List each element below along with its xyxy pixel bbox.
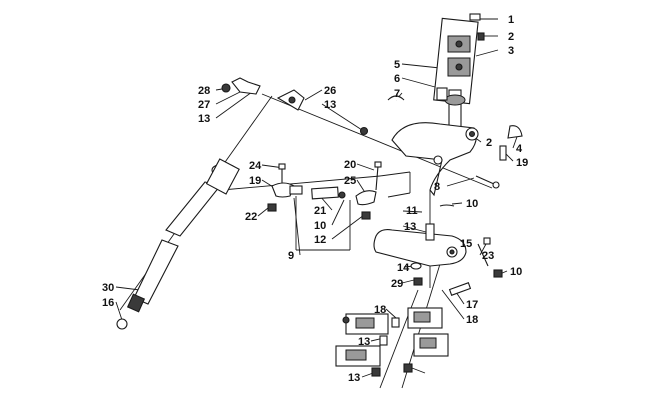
spring-16 bbox=[448, 282, 472, 296]
callout-label: 15 bbox=[460, 238, 472, 250]
callout-label: 2 bbox=[486, 137, 492, 149]
clamp-bolt bbox=[469, 13, 485, 41]
callout-label: 13 bbox=[404, 221, 416, 233]
callout-label: 10 bbox=[466, 198, 478, 210]
bolt-15 bbox=[477, 237, 491, 267]
callout-label: 29 bbox=[391, 278, 403, 290]
callout-labels: 1 2 3 5 6 7 26 13 28 27 13 6 2 4 19 24 1… bbox=[102, 14, 528, 384]
callout-label: 18 bbox=[374, 304, 386, 316]
callout-label: 13 bbox=[358, 336, 370, 348]
callout-label: 13 bbox=[324, 99, 336, 111]
callout-label: 17 bbox=[466, 299, 478, 311]
callout-label: 23 bbox=[482, 250, 494, 262]
callout-label: 4 bbox=[516, 143, 523, 155]
callout-label: 6 bbox=[394, 73, 400, 85]
callout-label: 19 bbox=[516, 157, 528, 169]
jam-nut-18 bbox=[379, 317, 400, 346]
steering-arm bbox=[373, 223, 467, 267]
callout-label: 11 bbox=[406, 205, 418, 217]
callout-label: 27 bbox=[198, 99, 210, 111]
callout-label: 20 bbox=[344, 159, 356, 171]
shaft-coupler bbox=[289, 185, 346, 200]
cotter-pin-8 bbox=[439, 204, 455, 207]
callout-label: 26 bbox=[324, 85, 336, 97]
bracket-clamp-right bbox=[499, 125, 523, 161]
callout-label: 10 bbox=[314, 220, 326, 232]
callout-label: 12 bbox=[314, 234, 326, 246]
callout-label: 30 bbox=[102, 282, 114, 294]
washer-9 bbox=[410, 262, 422, 270]
callout-label: 7 bbox=[394, 88, 400, 100]
callout-label: 5 bbox=[394, 59, 400, 71]
clevis-24 bbox=[271, 182, 295, 198]
tie-rod-end-lower-left bbox=[342, 313, 389, 335]
callout-label: 28 bbox=[198, 85, 210, 97]
callout-label: 3 bbox=[508, 45, 514, 57]
nut-13-bottom-left bbox=[371, 367, 381, 377]
tie-rod-end-upper bbox=[221, 77, 305, 111]
steering-support-bracket bbox=[391, 122, 479, 197]
steering-column-lower bbox=[116, 239, 179, 330]
callout-label: 8 bbox=[434, 181, 440, 193]
callout-label: 2 bbox=[508, 31, 514, 43]
callout-label: 16 bbox=[102, 297, 114, 309]
nut-14 bbox=[493, 269, 503, 278]
callout-label: 25 bbox=[344, 175, 356, 187]
nut-10-right bbox=[361, 211, 371, 220]
callout-label: 21 bbox=[314, 205, 326, 217]
bolt-25 bbox=[475, 175, 500, 189]
callout-label: 9 bbox=[288, 250, 294, 262]
callout-label: 1 bbox=[508, 14, 514, 26]
nut-10-left bbox=[267, 203, 277, 212]
callout-label: 18 bbox=[466, 314, 478, 326]
tie-rod-end-bottom-left bbox=[335, 345, 381, 367]
nut-10-lower bbox=[413, 277, 423, 286]
callout-label: 13 bbox=[198, 113, 210, 125]
nut-13-bottom-right bbox=[403, 363, 413, 373]
callout-label: 13 bbox=[348, 372, 360, 384]
callout-label: 19 bbox=[249, 175, 261, 187]
handlebar-clamp-block bbox=[433, 17, 479, 105]
callout-label: 10 bbox=[510, 266, 522, 278]
post-bushing bbox=[387, 87, 448, 101]
nut-13-upper bbox=[359, 126, 369, 136]
bolt-19-right bbox=[374, 161, 382, 191]
clevis-20 bbox=[355, 190, 377, 206]
callout-label: 24 bbox=[249, 160, 262, 172]
callout-label: 22 bbox=[245, 211, 257, 223]
tie-rod-end-lower-right bbox=[407, 307, 443, 329]
steering-column-upper bbox=[165, 158, 240, 237]
callout-label: 14 bbox=[397, 262, 410, 274]
tie-rod-end-bottom-right bbox=[413, 333, 449, 357]
